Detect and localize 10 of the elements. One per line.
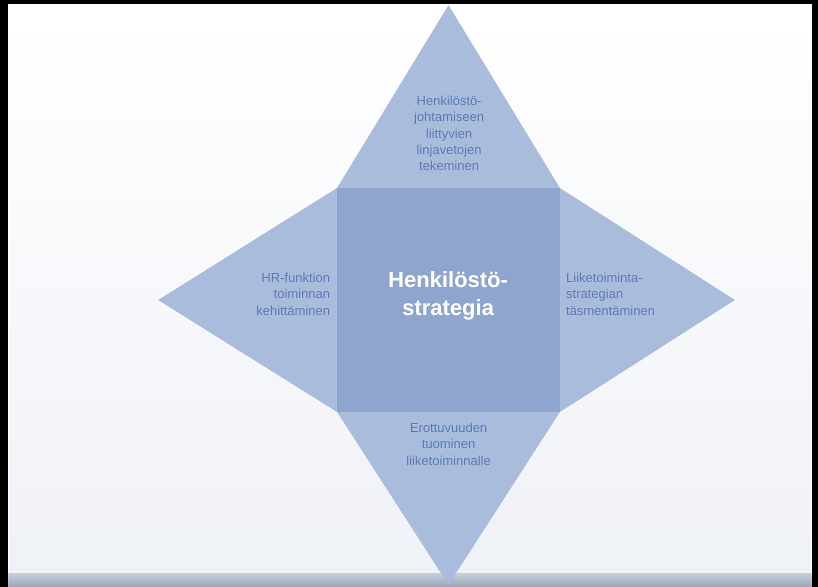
- triangle-shape: [337, 5, 560, 188]
- triangle-label: Liiketoiminta- strategian täsmentäminen: [566, 270, 656, 319]
- center-title: Henkilöstö- strategia: [387, 266, 509, 321]
- triangle-shape: [337, 412, 560, 585]
- triangle-label: HR-funktion toiminnan kehittäminen: [255, 270, 330, 319]
- triangle-label: Henkilöstö- johtamiseen liittyvien linjavetojen tekeminen: [412, 93, 486, 174]
- triangle-shape: [560, 188, 735, 412]
- center-square: [337, 188, 560, 412]
- triangle-shape: [158, 188, 337, 412]
- triangle-label: Erottuvuuden tuominen liiketoiminnalle: [405, 420, 492, 469]
